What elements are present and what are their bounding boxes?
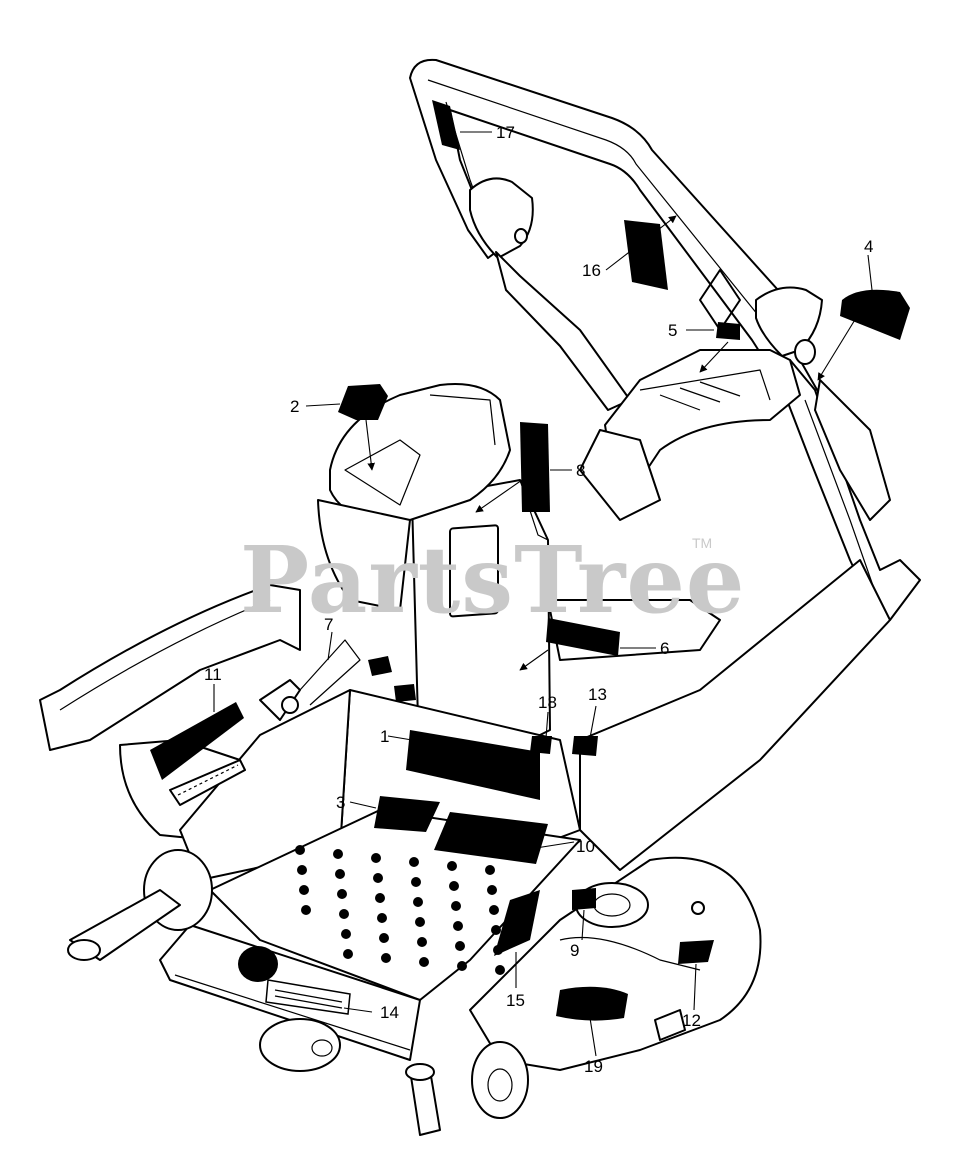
decal-15 (494, 890, 540, 956)
watermark-text: PartsTree (240, 526, 745, 634)
linkage (169, 639, 361, 806)
floor-hole (341, 929, 351, 939)
decal-8 (520, 422, 550, 512)
decal-9 (572, 888, 596, 910)
floor-hole (381, 953, 391, 963)
decal-5 (716, 322, 740, 340)
decal-19 (556, 986, 628, 1021)
floor-hole (379, 933, 389, 943)
decal-11 (150, 702, 244, 780)
decal-10 (434, 812, 548, 864)
floor-hole (333, 849, 343, 859)
floor-hole (411, 877, 421, 887)
callout-10: 10 (576, 837, 595, 856)
floor-hole (485, 865, 495, 875)
callout-labels: 1 2 3 4 5 6 7 8 9 10 11 12 13 14 15 16 1… (204, 123, 873, 1076)
floor-holes (295, 845, 505, 975)
callout-16: 16 (582, 261, 601, 280)
floor-hole (301, 905, 311, 915)
decal-6 (546, 618, 620, 656)
decal-17 (432, 100, 460, 150)
callout-7: 7 (324, 615, 333, 634)
decal-16 (624, 220, 668, 290)
decal-top-left-small-2 (394, 684, 416, 702)
floor-hole (335, 869, 345, 879)
callout-5: 5 (668, 321, 677, 340)
floor-hole (409, 857, 419, 867)
floor-hole (447, 861, 457, 871)
callout-12: 12 (682, 1011, 701, 1030)
leader-lines (213, 131, 873, 1057)
callout-1: 1 (380, 727, 389, 746)
decals (150, 100, 910, 1021)
watermark-trademark: TM (692, 535, 712, 551)
decal-1 (406, 730, 540, 800)
floor-hole (489, 905, 499, 915)
floor-hole (453, 921, 463, 931)
floor-hole (413, 897, 423, 907)
decal-18 (530, 736, 552, 754)
callout-4: 4 (864, 237, 873, 256)
floor-hole (375, 893, 385, 903)
floor-hole (339, 909, 349, 919)
callout-6: 6 (660, 639, 669, 658)
floor-hole (495, 965, 505, 975)
decal-2 (338, 384, 388, 420)
floor-hole (417, 937, 427, 947)
callout-14: 14 (380, 1003, 399, 1022)
floor-hole (451, 901, 461, 911)
floor-hole (455, 941, 465, 951)
callout-17: 17 (496, 123, 515, 142)
callout-13: 13 (588, 685, 607, 704)
watermark: PartsTree TM (240, 526, 745, 634)
callout-2: 2 (290, 397, 299, 416)
callout-9: 9 (570, 941, 579, 960)
floor-hole (371, 853, 381, 863)
callout-18: 18 (538, 693, 557, 712)
floor-hole (373, 873, 383, 883)
wheels (67, 849, 529, 1136)
decal-4 (840, 289, 910, 340)
floor-hole (491, 925, 501, 935)
floor-hole (337, 889, 347, 899)
floor-hole (415, 917, 425, 927)
floor-hole (295, 845, 305, 855)
callout-15: 15 (506, 991, 525, 1010)
floor-hole (487, 885, 497, 895)
callout-3: 3 (336, 793, 345, 812)
decal-13 (572, 736, 598, 756)
floor-hole (449, 881, 459, 891)
floor-hole (419, 957, 429, 967)
callout-11: 11 (204, 665, 222, 684)
floor-hole (299, 885, 309, 895)
floor-hole (343, 949, 353, 959)
decal-top-left-small (368, 656, 392, 676)
callout-8: 8 (576, 461, 585, 480)
floor-hole (377, 913, 387, 923)
floor-hole (297, 865, 307, 875)
floor-hole (457, 961, 467, 971)
decal-3 (374, 796, 440, 832)
callout-19: 19 (584, 1057, 603, 1076)
decal-12 (678, 940, 714, 964)
rear-fender (579, 349, 891, 521)
